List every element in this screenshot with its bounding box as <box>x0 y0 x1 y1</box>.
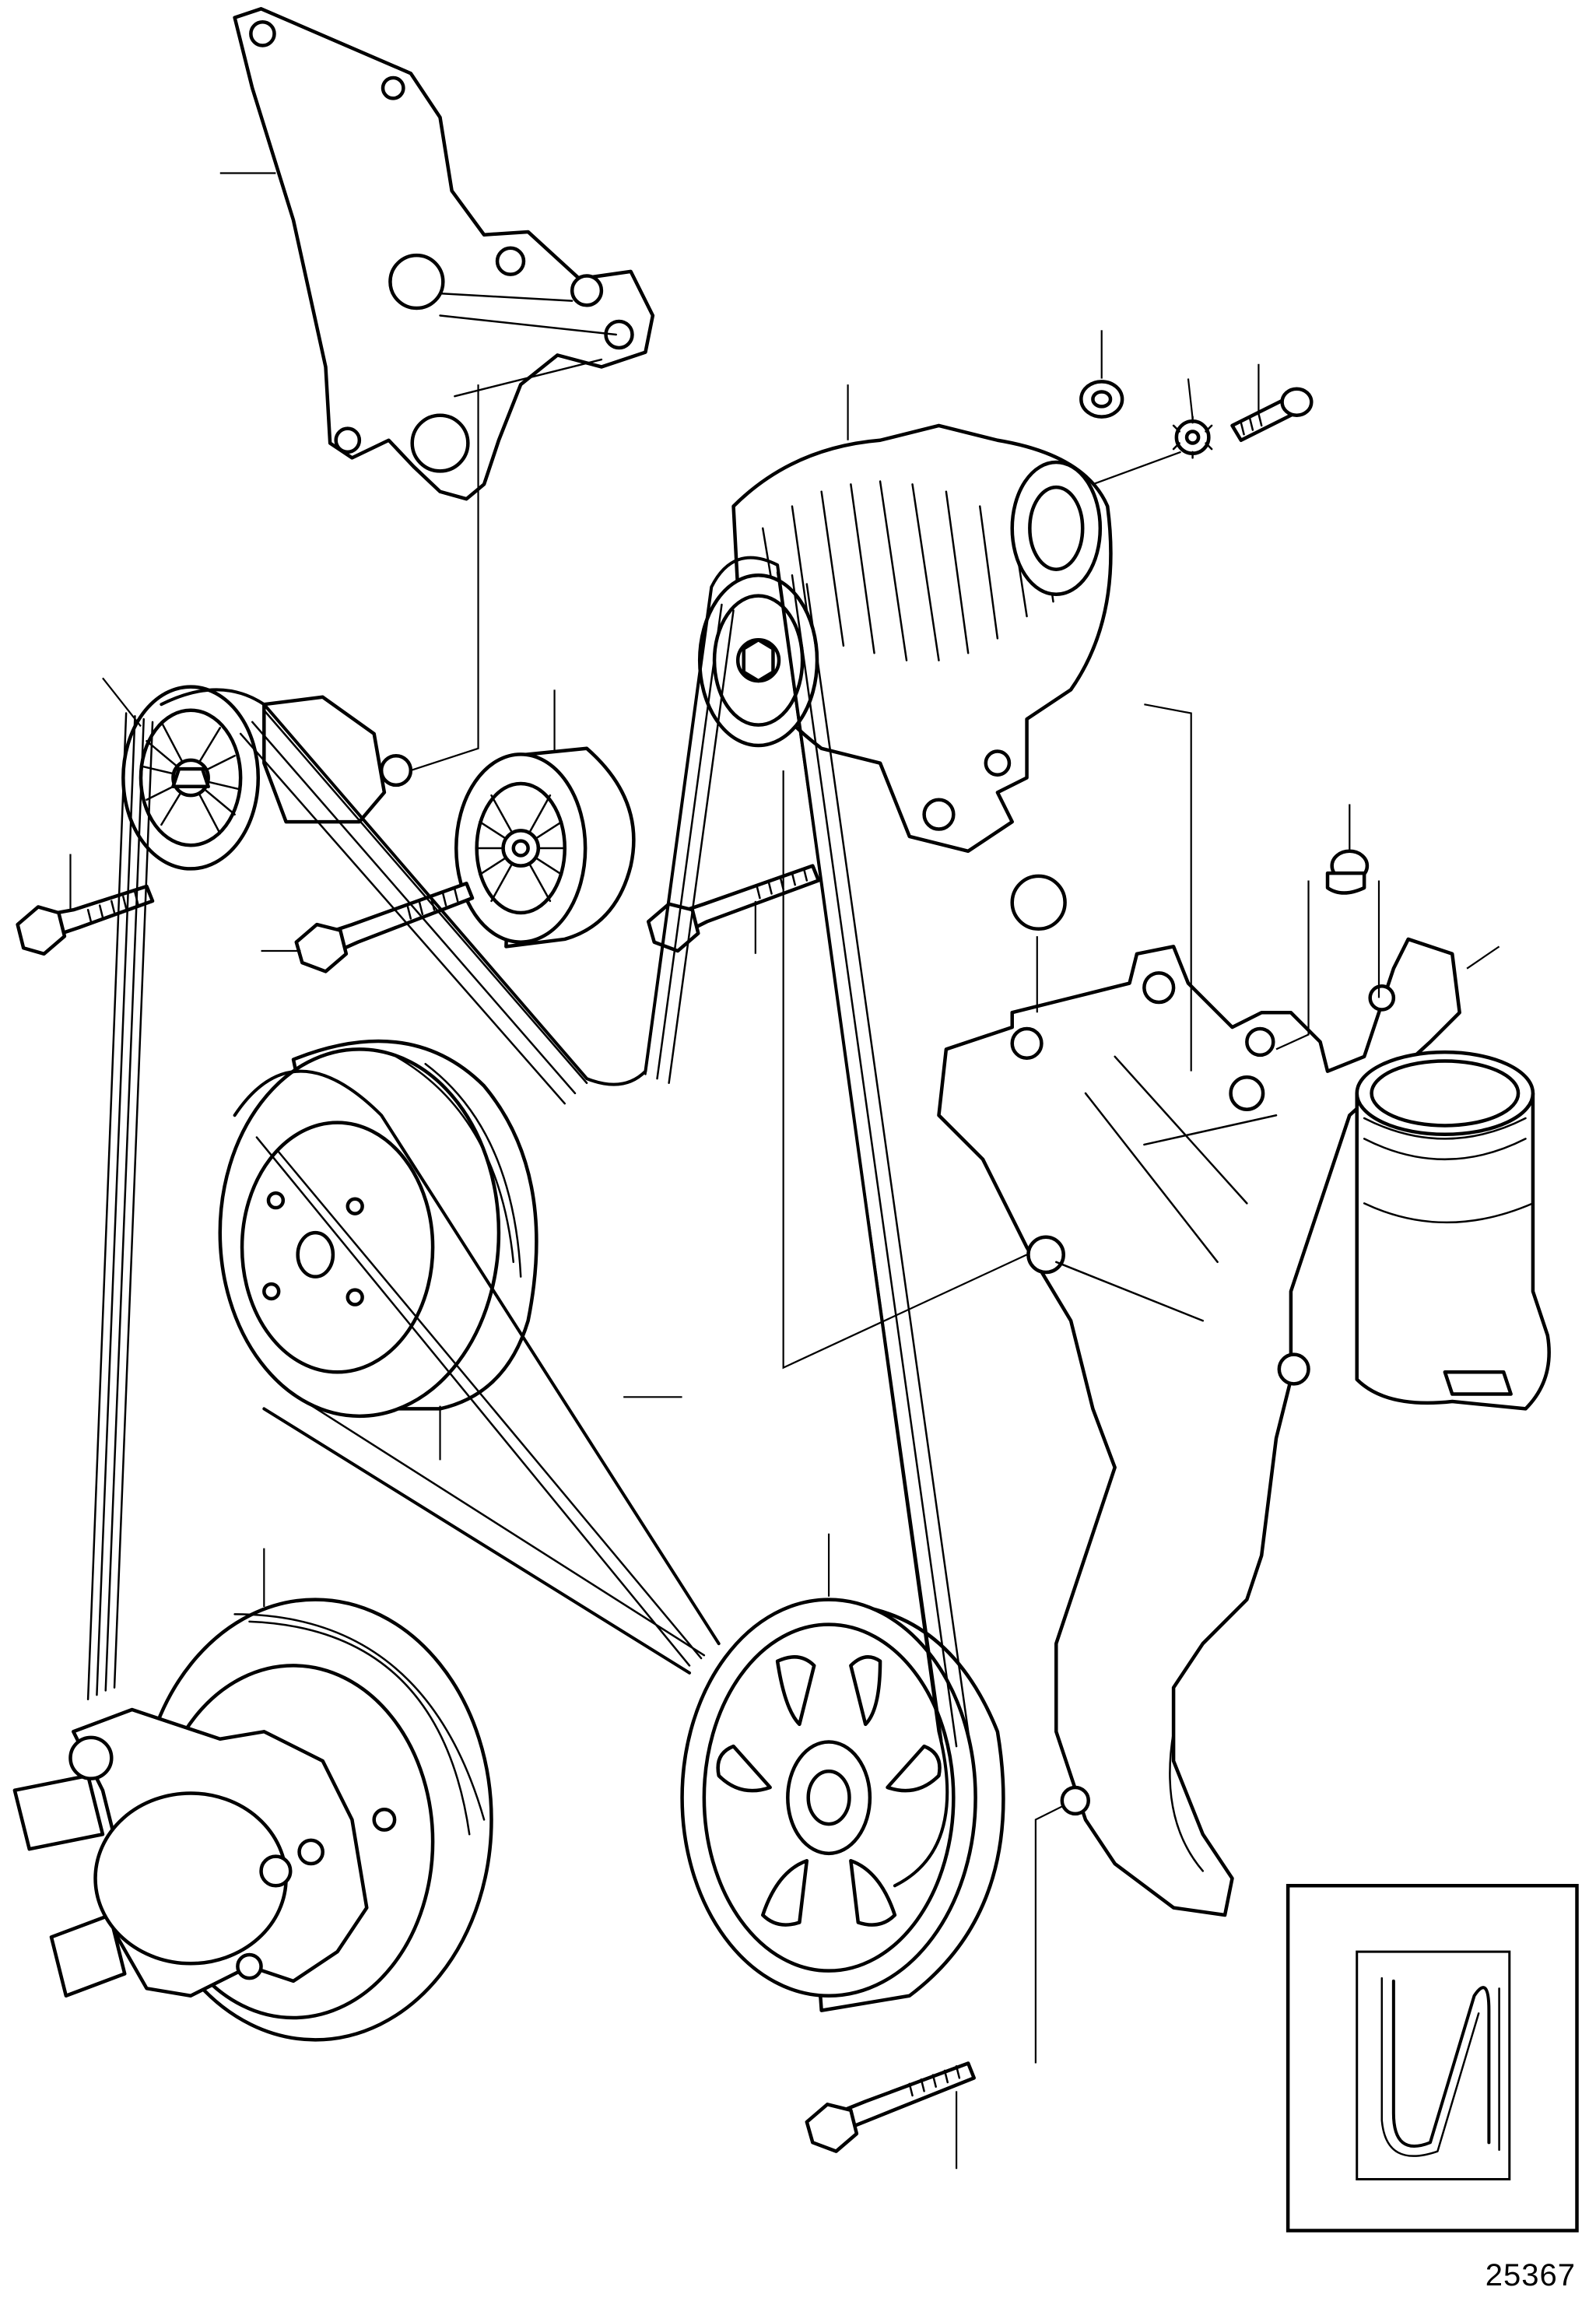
leader-line-filter-housing <box>1467 946 1499 968</box>
crankshaft-pulley <box>220 1041 537 1416</box>
bolt-alternator <box>648 866 819 951</box>
bolt-tensioner <box>18 886 153 954</box>
sleeve <box>1328 851 1367 893</box>
oil-filter-housing <box>1357 1052 1549 1408</box>
bolt-lower <box>807 2063 974 2151</box>
leader-line-lower-mount <box>1036 1802 1071 2064</box>
leader-line-alternator-axis <box>1093 452 1180 484</box>
leader-line-alignment-right <box>1144 704 1191 1071</box>
main-bracket <box>938 939 1459 1915</box>
leader-line-sleeve-mount <box>1276 881 1308 1050</box>
alternator-nut <box>1081 381 1122 416</box>
water-pump <box>15 1710 395 1996</box>
belt-routing-legend <box>1288 1885 1577 2230</box>
drive-belt-outer <box>88 558 971 1886</box>
drive-belt-inner <box>235 1072 719 1673</box>
figure-number: 25367 <box>1485 2258 1576 2292</box>
leader-line-bracket-mount <box>411 384 479 770</box>
upper-bracket <box>235 9 653 499</box>
leader-line-washer <box>1188 379 1193 419</box>
idler-pulley <box>456 749 633 947</box>
lower-pulley <box>682 1600 1004 2011</box>
belt-routing-icon <box>1394 1981 1489 2146</box>
lock-washer <box>1173 417 1212 458</box>
alternator-screw <box>1232 389 1311 440</box>
leader-line-alignment-left <box>784 770 1027 1368</box>
alternator <box>734 426 1111 851</box>
reference-circle-marker <box>1012 876 1065 929</box>
alternator-pulley <box>700 575 817 745</box>
